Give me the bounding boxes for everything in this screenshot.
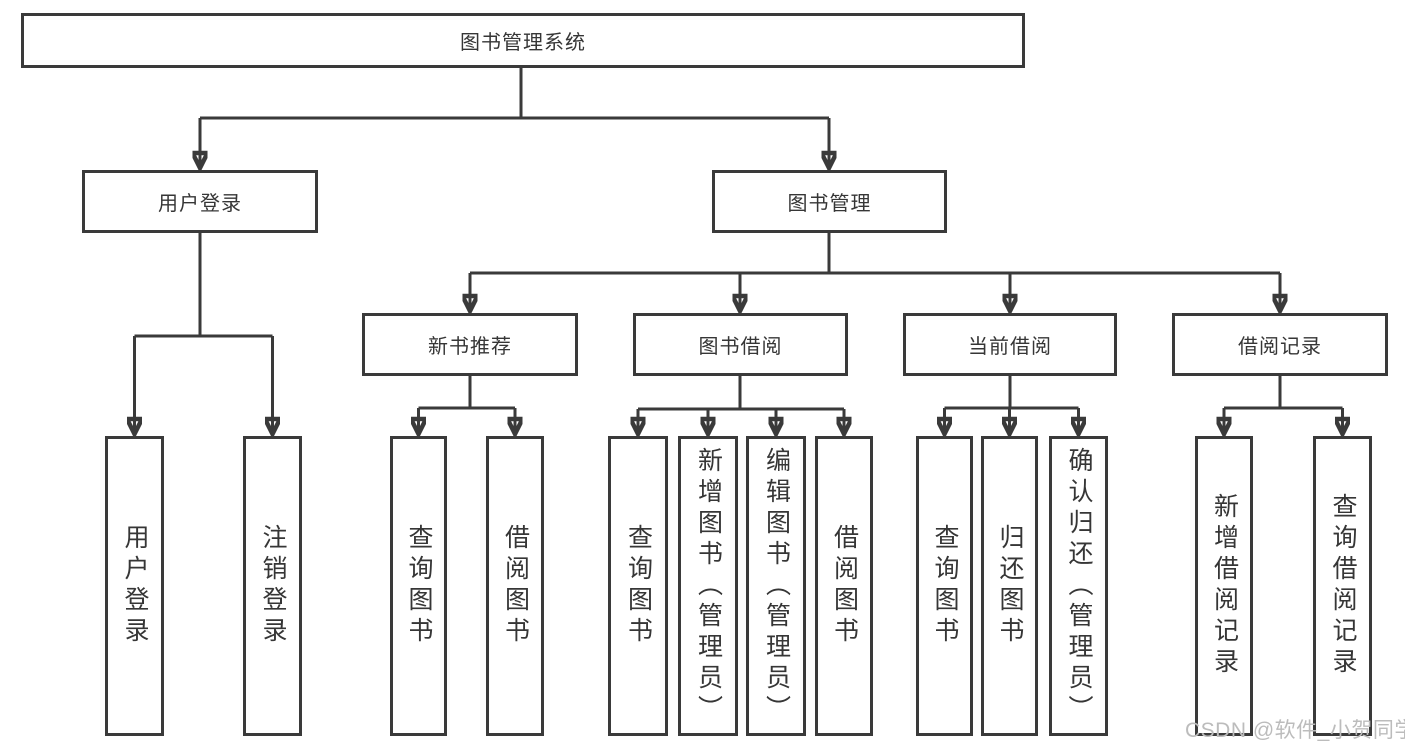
leaf-borrow-books-recommend-label: 借阅图书 (501, 524, 530, 648)
leaf-logout-label: 注销登录 (259, 524, 287, 648)
leaf-borrow-books-recommend: 借阅图书 (486, 436, 544, 736)
leaf-confirm-return-admin-label: 确认归还（管理员） (1065, 446, 1093, 726)
node-borrow-records: 借阅记录 (1172, 313, 1388, 376)
connector-user-login (135, 233, 273, 434)
connector-root (200, 68, 829, 168)
node-book-borrow-label: 图书借阅 (698, 336, 783, 358)
node-root: 图书管理系统 (21, 13, 1025, 68)
node-book-borrow: 图书借阅 (633, 313, 848, 376)
node-borrow-records-label: 借阅记录 (1238, 336, 1322, 358)
node-current-borrow: 当前借阅 (903, 313, 1117, 376)
node-user-login: 用户登录 (82, 170, 318, 233)
connector-current-borrow (945, 375, 1079, 434)
leaf-query-books-recommend-label: 查询图书 (405, 524, 433, 648)
leaf-edit-book-admin: 编辑图书（管理员） (746, 436, 806, 736)
leaf-query-books-current: 查询图书 (916, 436, 973, 736)
node-new-book-recommend: 新书推荐 (362, 313, 578, 376)
node-current-borrow-label: 当前借阅 (968, 336, 1052, 358)
leaf-query-books-current-label: 查询图书 (931, 524, 959, 648)
leaf-add-book-admin-label: 新增图书（管理员） (694, 446, 723, 726)
leaf-query-borrow-record-label: 查询借阅记录 (1329, 493, 1357, 679)
leaf-user-login: 用户登录 (105, 436, 164, 736)
leaf-return-book-label: 归还图书 (996, 524, 1024, 648)
connector-new-book-recommend (419, 375, 516, 434)
connector-borrow-records (1224, 375, 1343, 434)
leaf-query-books-borrow: 查询图书 (608, 436, 668, 736)
leaf-query-books-borrow-label: 查询图书 (624, 524, 653, 648)
leaf-borrow-books-label: 借阅图书 (830, 524, 859, 648)
node-user-login-label: 用户登录 (158, 193, 242, 215)
leaf-add-book-admin: 新增图书（管理员） (678, 436, 738, 736)
connector-book-borrow (638, 375, 844, 434)
leaf-add-borrow-record-label: 新增借阅记录 (1210, 493, 1239, 679)
leaf-logout: 注销登录 (243, 436, 302, 736)
leaf-borrow-books: 借阅图书 (815, 436, 873, 736)
connector-book-management (470, 233, 1280, 311)
node-new-book-recommend-label: 新书推荐 (428, 336, 512, 358)
watermark: CSDN @软件_小贺同学 (1185, 719, 1405, 742)
node-book-management: 图书管理 (712, 170, 947, 233)
leaf-return-book: 归还图书 (981, 436, 1038, 736)
leaf-user-login-label: 用户登录 (121, 524, 149, 648)
leaf-add-borrow-record: 新增借阅记录 (1195, 436, 1253, 736)
leaf-edit-book-admin-label: 编辑图书（管理员） (762, 446, 791, 726)
node-root-label: 图书管理系统 (460, 32, 586, 54)
leaf-query-borrow-record: 查询借阅记录 (1313, 436, 1372, 736)
leaf-confirm-return-admin: 确认归还（管理员） (1049, 436, 1108, 736)
node-book-management-label: 图书管理 (787, 193, 872, 215)
leaf-query-books-recommend: 查询图书 (390, 436, 447, 736)
